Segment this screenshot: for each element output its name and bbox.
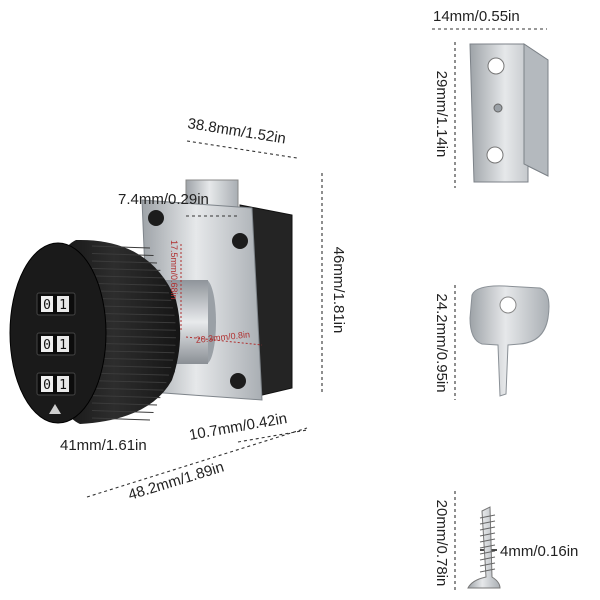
screw-thread	[479, 520, 496, 525]
label-body-height: 46mm/1.81in	[330, 247, 347, 334]
label-screw-diameter: 4mm/0.16in	[500, 543, 578, 560]
screw-thread	[479, 550, 496, 555]
bracket-hole-icon	[486, 146, 504, 164]
dimension-lines	[86, 28, 547, 593]
screw-thread	[479, 532, 496, 537]
knurl-groove	[91, 267, 161, 271]
dial-digit: 0	[43, 378, 51, 393]
knurl-groove	[91, 380, 167, 384]
dim-line-overall-depth	[86, 427, 308, 498]
label-dial-diameter: 41mm/1.61in	[60, 437, 147, 454]
knurl-groove	[91, 312, 175, 316]
knurl-groove	[91, 387, 164, 391]
dial-digit: 1	[59, 378, 67, 393]
knurl-groove	[91, 297, 172, 301]
knurl-groove	[91, 275, 164, 279]
screw-thread	[479, 556, 496, 561]
knurl-groove	[91, 245, 151, 249]
dim-line-top-width	[186, 140, 298, 159]
screw-thread	[479, 526, 496, 531]
knurl-groove	[91, 260, 158, 264]
screw-thread	[479, 514, 496, 519]
key	[469, 285, 550, 397]
label-key-height: 24.2mm/0.95in	[433, 293, 450, 392]
mount-hole-icon	[148, 210, 164, 226]
digit-wheels: 0 1 0 1 0 1	[36, 292, 76, 396]
knurl-groove	[91, 252, 154, 256]
inner-dimensions	[180, 244, 263, 346]
knurl-groove	[91, 417, 151, 421]
knurl-groove	[91, 305, 174, 309]
label-bolt-width: 7.4mm/0.29in	[118, 191, 209, 208]
screw	[467, 506, 501, 589]
dial-digit: 0	[43, 338, 51, 353]
knurl-groove	[91, 365, 172, 369]
knurl-groove	[91, 350, 175, 354]
label-bolt-throw: 17.5mm/0.68in	[169, 240, 179, 300]
screw-thread	[479, 568, 496, 573]
bracket-hole-icon	[487, 57, 505, 75]
label-bracket-width: 14mm/0.55in	[433, 8, 520, 25]
dial-digit: 1	[59, 298, 67, 313]
mount-hole-icon	[230, 373, 246, 389]
dial-digit: 1	[59, 338, 67, 353]
label-base-depth: 10.7mm/0.42in	[188, 410, 289, 444]
knurl-groove	[91, 410, 154, 414]
label-lock-top-width: 38.8mm/1.52in	[186, 115, 287, 147]
knurl-groove	[91, 282, 167, 286]
label-screw-length: 20mm/0.78in	[433, 500, 450, 587]
knurl-groove	[91, 372, 170, 376]
screw-thread	[479, 538, 496, 543]
knurl-groove	[91, 395, 161, 399]
l-bracket	[469, 43, 549, 183]
mount-hole-icon	[232, 233, 248, 249]
combination-lock: 0 1 0 1 0 1	[9, 179, 293, 424]
key-hole-icon	[499, 296, 517, 314]
pointer-arrow-icon	[49, 404, 61, 414]
knurl-groove	[91, 357, 174, 361]
label-overall-depth: 48.2mm/1.89in	[126, 459, 226, 504]
knurl-groove	[91, 402, 158, 406]
screw-thread	[479, 544, 496, 549]
knurl-groove	[91, 290, 170, 294]
bracket-rivet-icon	[493, 103, 503, 113]
screw-thread	[479, 562, 496, 567]
label-bracket-height: 29mm/1.14in	[433, 71, 450, 158]
dial-digit: 0	[43, 298, 51, 313]
dimension-labels: 14mm/0.55in 29mm/1.14in 38.8mm/1.52in 7.…	[60, 8, 578, 586]
